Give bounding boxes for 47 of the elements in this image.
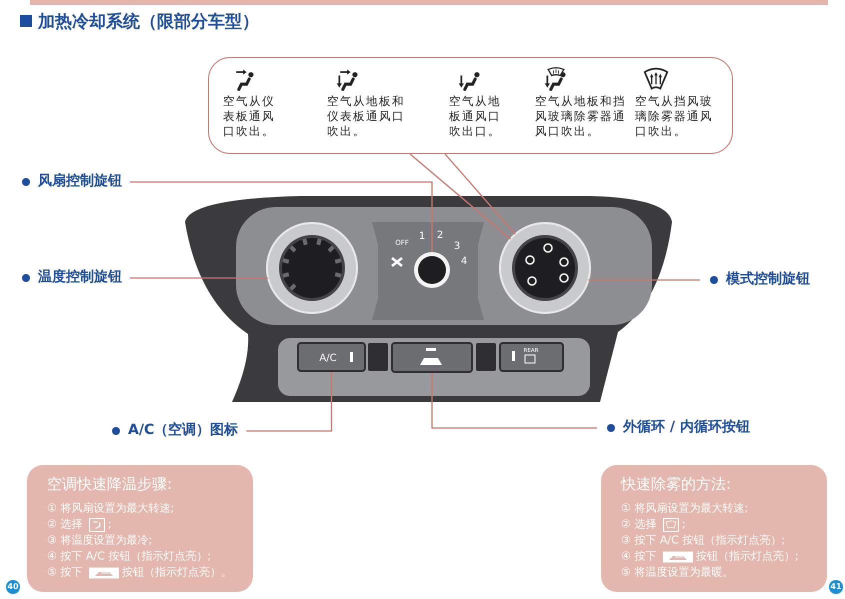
step-text: ④ 按下 A/C 按钮（指示灯点亮）;: [47, 550, 211, 563]
step-text: ④ 按下: [621, 550, 658, 563]
instruction-card: [27, 465, 253, 592]
panel-marking: 2: [436, 230, 444, 241]
leader-line: [588, 279, 700, 281]
card-heading: 空调快速降温步骤:: [47, 475, 174, 494]
callout-bubble: [208, 57, 733, 154]
step-text: ① 将风扇设置为最大转速;: [621, 502, 748, 515]
step-text: ② 选择: [47, 518, 84, 531]
panel-marking: 4: [460, 256, 468, 267]
callout-label: 模式控制旋钮: [710, 270, 810, 288]
page-title: 加热冷却系统（限部分车型）: [38, 11, 259, 33]
temperature-control-knob: [279, 235, 345, 301]
leader-line: [246, 372, 332, 432]
callout-label: 外循环 / 内循环按钮: [607, 418, 750, 436]
card-heading: 快速除雾的方法:: [621, 475, 732, 494]
ac-button: A/C: [297, 342, 366, 372]
step-text: ③ 将温度设置为最冷;: [47, 534, 152, 547]
step-text: ;: [682, 518, 686, 531]
panel-marking: 3: [454, 241, 460, 252]
page-number: 41: [829, 580, 843, 594]
callout-label: A/C（空调）图标: [112, 421, 238, 439]
leader-line: [130, 181, 433, 252]
mode-description: 空气从地板通风口吹出口。: [449, 94, 502, 139]
step-text: ;: [108, 518, 112, 531]
step-text: ⑤ 将温度设置为最暖。: [621, 566, 734, 579]
mode-control-knob: [512, 235, 578, 301]
step-text: ③ 按下 A/C 按钮（指示灯点亮）;: [621, 534, 785, 547]
leader-line: [130, 277, 268, 279]
callout-pointer: [409, 153, 516, 240]
mode-description: 空气从仪表板通风口吹出。: [223, 94, 276, 139]
panel-marking: 1: [418, 231, 426, 242]
fan-control-knob: [414, 252, 450, 288]
instruction-card: [601, 465, 827, 592]
mode-description: 空气从地板和挡风玻璃除雾器通风口吹出。: [535, 94, 627, 139]
recirculation-button: [391, 342, 473, 373]
step-text: ⑤ 按下: [47, 566, 84, 579]
callout-label: 温度控制旋钮: [22, 268, 122, 286]
page-number: 40: [6, 580, 20, 594]
mode-description: 空气从挡风玻璃除雾器通风口吹出。: [635, 94, 714, 139]
mode-description: 空气从地板和仪表板通风口吹出。: [327, 94, 406, 139]
step-text: 按钮（指示灯点亮）。: [122, 566, 232, 579]
step-text: 按钮（指示灯点亮）;: [696, 550, 799, 563]
callout-label: 风扇控制旋钮: [22, 172, 122, 190]
step-text: ② 选择: [621, 518, 658, 531]
leader-line: [431, 373, 597, 429]
step-text: ① 将风扇设置为最大转速;: [47, 502, 174, 515]
